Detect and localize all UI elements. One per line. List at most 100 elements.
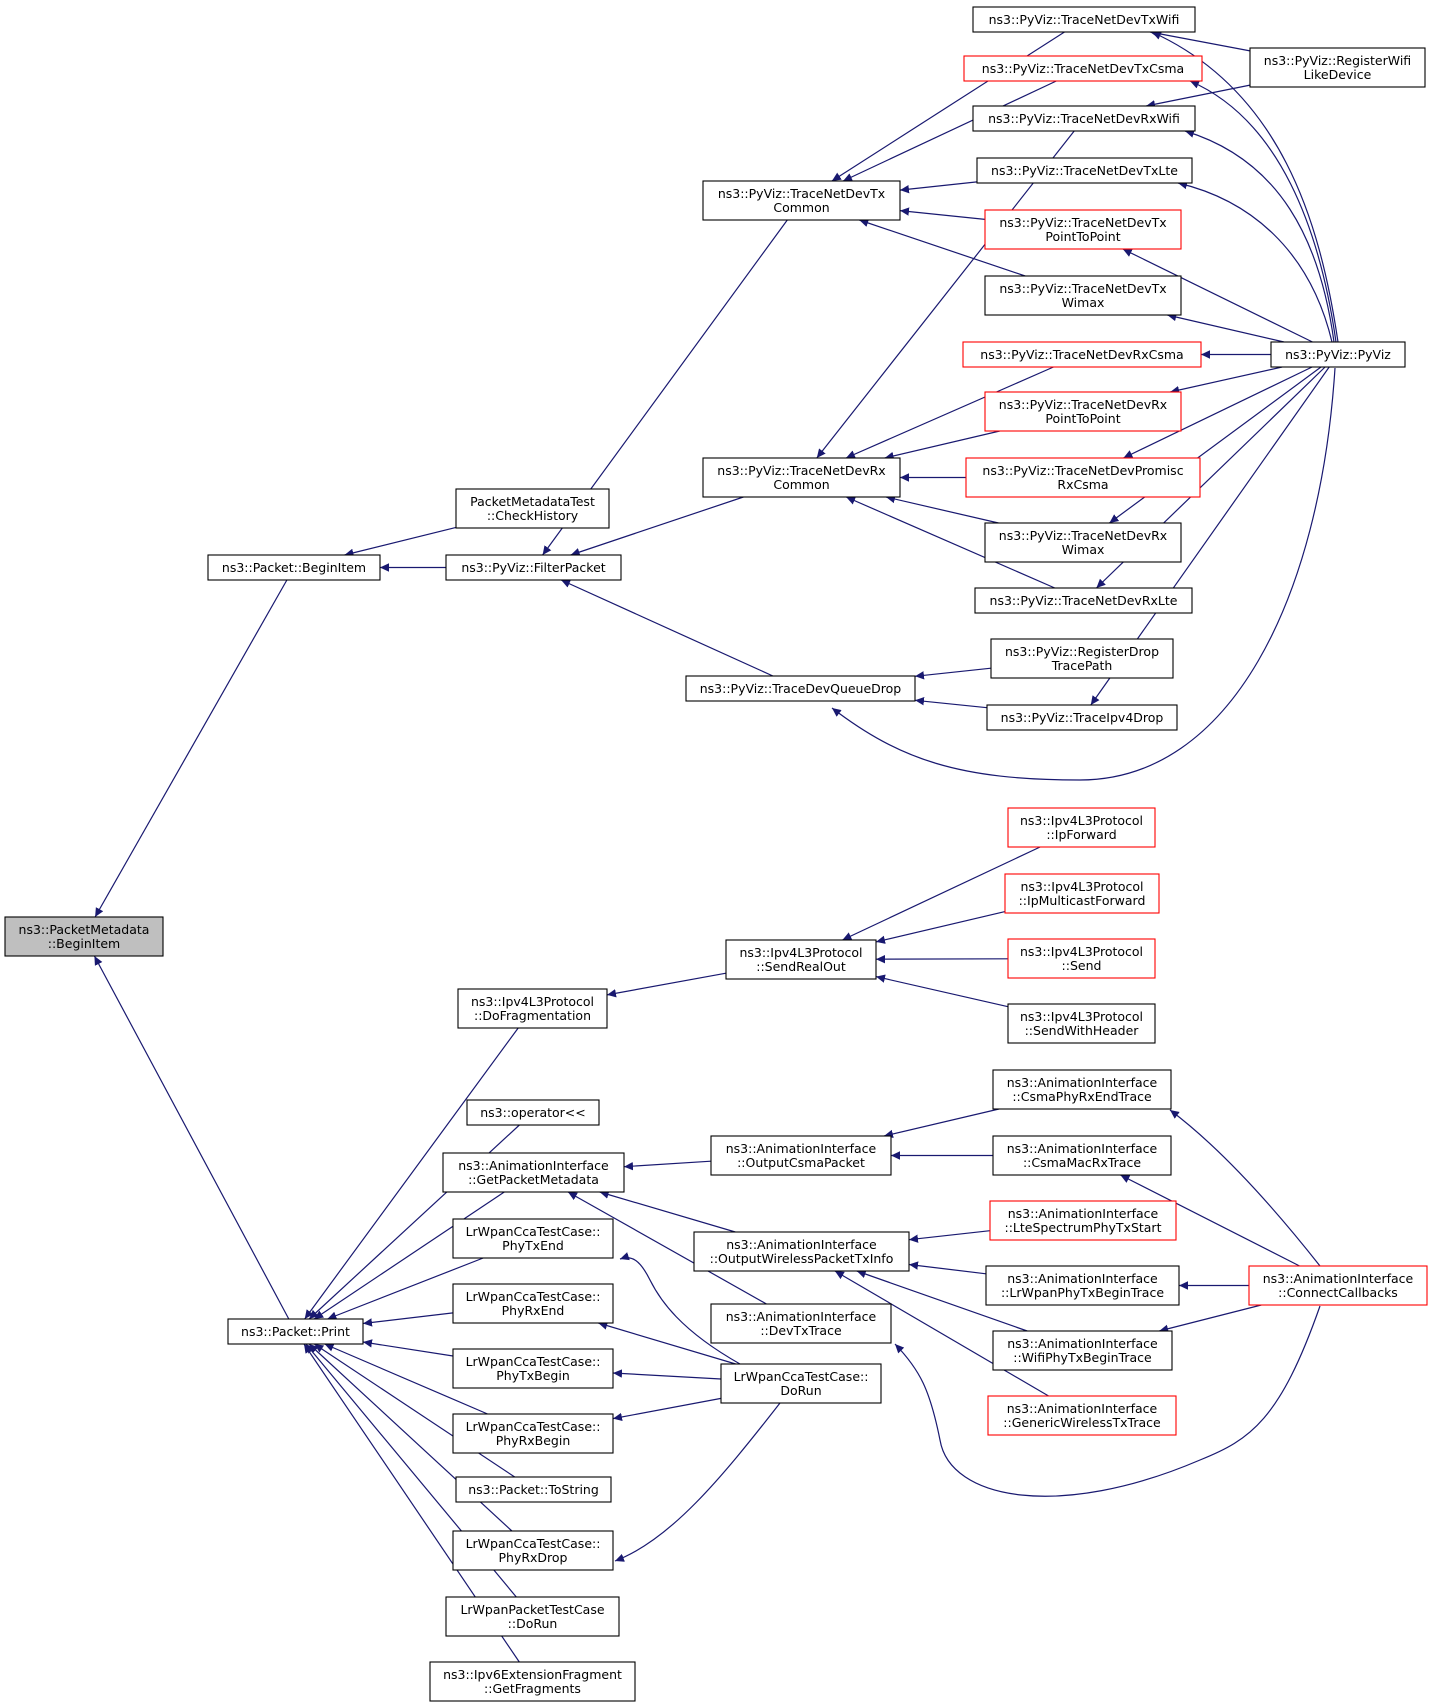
node-phytxend[interactable]: LrWpanCcaTestCase::PhyTxEnd	[452, 1218, 614, 1259]
node-label: Common	[773, 477, 829, 492]
node-box	[972, 6, 1196, 33]
node-ltestart[interactable]: ns3::AnimationInterface::LteSpectrumPhyT…	[989, 1200, 1177, 1241]
node-pyviz[interactable]: ns3::PyViz::PyViz	[1270, 341, 1406, 368]
node-root[interactable]: ns3::PacketMetadata::BeginItem	[4, 916, 164, 957]
edge-getpm-to-print	[313, 1191, 505, 1320]
node-label: ns3::PyViz::TraceNetDevRxLte	[990, 593, 1178, 608]
node-queuedrop[interactable]: ns3::PyViz::TraceDevQueueDrop	[685, 675, 916, 702]
node-label: ns3::AnimationInterface	[726, 1309, 877, 1324]
node-label: ns3::PyViz::TraceNetDevTxLte	[991, 163, 1178, 178]
node-box	[990, 638, 1174, 679]
node-checkhistory[interactable]: PacketMetadataTest::CheckHistory	[455, 488, 610, 529]
node-box	[4, 916, 164, 957]
edge-rxlte-to-rxcommon	[845, 496, 1056, 589]
node-label: PhyRxDrop	[498, 1550, 567, 1565]
node-sendrealout[interactable]: ns3::Ipv4L3Protocol::SendRealOut	[725, 939, 877, 980]
node-filterpacket[interactable]: ns3::PyViz::FilterPacket	[445, 554, 622, 581]
node-getpm[interactable]: ns3::AnimationInterface::GetPacketMetada…	[442, 1152, 625, 1193]
edge-connect-to-csmamac	[1120, 1174, 1300, 1267]
edge-rxwifi-to-rxcommon	[816, 130, 1075, 459]
node-label: LrWpanCcaTestCase::	[466, 1224, 601, 1239]
edges	[93, 29, 1339, 1663]
node-txwifi[interactable]: ns3::PyViz::TraceNetDevTxWifi	[972, 6, 1196, 33]
node-label: ns3::PyViz::FilterPacket	[461, 560, 605, 575]
node-label: ns3::AnimationInterface	[1007, 1271, 1158, 1286]
edge-lrwpanbegin-to-owifi	[908, 1261, 987, 1275]
node-label: RxCsma	[1057, 477, 1108, 492]
node-tostring[interactable]: ns3::Packet::ToString	[455, 1476, 612, 1503]
node-box	[1007, 938, 1156, 979]
node-devtx[interactable]: ns3::AnimationInterface::DevTxTrace	[710, 1303, 892, 1344]
node-lrwpanbegin[interactable]: ns3::AnimationInterface::LrWpanPhyTxBegi…	[985, 1265, 1180, 1306]
edge-pyviz-to-rxp2p	[1170, 366, 1283, 395]
node-txcsma[interactable]: ns3::PyViz::TraceNetDevTxCsma	[963, 55, 1203, 82]
node-box	[452, 1283, 614, 1324]
node-print[interactable]: ns3::Packet::Print	[227, 1318, 364, 1345]
node-ipv4drop[interactable]: ns3::PyViz::TraceIpv4Drop	[986, 704, 1178, 731]
node-send[interactable]: ns3::Ipv4L3Protocol::Send	[1007, 938, 1156, 979]
node-ccadorun[interactable]: LrWpanCcaTestCase::DoRun	[720, 1363, 882, 1404]
node-box	[466, 1099, 600, 1126]
node-label: ns3::AnimationInterface	[1007, 1336, 1158, 1351]
node-wifibegin[interactable]: ns3::AnimationInterface::WifiPhyTxBeginT…	[992, 1330, 1173, 1371]
node-phyrxdrop[interactable]: LrWpanCcaTestCase::PhyRxDrop	[452, 1530, 614, 1571]
node-lrpkt[interactable]: LrWpanPacketTestCase::DoRun	[445, 1596, 620, 1637]
node-ocsma[interactable]: ns3::AnimationInterface::OutputCsmaPacke…	[710, 1135, 892, 1176]
node-ipmcast[interactable]: ns3::Ipv4L3Protocol::IpMulticastForward	[1004, 873, 1160, 914]
node-txlte[interactable]: ns3::PyViz::TraceNetDevTxLte	[976, 157, 1193, 184]
node-generic[interactable]: ns3::AnimationInterface::GenericWireless…	[987, 1395, 1177, 1436]
node-csmamac[interactable]: ns3::AnimationInterface::CsmaMacRxTrace	[992, 1135, 1172, 1176]
edge-phytxbegin-to-print	[362, 1339, 454, 1357]
node-label: ::DevTxTrace	[760, 1323, 842, 1338]
node-phyrxend[interactable]: LrWpanCcaTestCase::PhyRxEnd	[452, 1283, 614, 1324]
node-label: LrWpanCcaTestCase::	[466, 1289, 601, 1304]
node-rxwifi[interactable]: ns3::PyViz::TraceNetDevRxWifi	[972, 105, 1196, 132]
node-beginitem[interactable]: ns3::Packet::BeginItem	[207, 554, 381, 581]
node-label: PointToPoint	[1045, 229, 1120, 244]
node-label: ns3::Packet::ToString	[468, 1482, 599, 1497]
node-phyrxbegin[interactable]: LrWpanCcaTestCase::PhyRxBegin	[452, 1413, 614, 1454]
edge-pyviz-to-txlte	[1177, 180, 1333, 343]
node-box	[984, 209, 1182, 250]
node-box	[429, 1661, 636, 1702]
node-getfrag[interactable]: ns3::Ipv6ExtensionFragment::GetFragments	[429, 1661, 636, 1702]
node-rxlte[interactable]: ns3::PyViz::TraceNetDevRxLte	[974, 587, 1193, 614]
edge-sendwh-to-sendrealout	[875, 974, 1009, 1008]
node-label: Wimax	[1062, 295, 1105, 310]
edge-checkhistory-to-beginitem	[344, 526, 457, 557]
node-box	[974, 587, 1193, 614]
node-dofrag[interactable]: ns3::Ipv4L3Protocol::DoFragmentation	[457, 988, 608, 1029]
edge-rxcommon-to-filterpacket	[570, 496, 744, 557]
edge-queuedrop-to-filterpacket	[560, 579, 774, 677]
node-box	[227, 1318, 364, 1345]
node-label: LrWpanCcaTestCase::	[466, 1419, 601, 1434]
node-box	[445, 1596, 620, 1637]
node-box	[1270, 341, 1406, 368]
node-box	[992, 1135, 1172, 1176]
node-owifi[interactable]: ns3::AnimationInterface::OutputWirelessP…	[693, 1231, 910, 1272]
node-box	[457, 988, 608, 1029]
node-operator[interactable]: ns3::operator<<	[466, 1099, 600, 1126]
node-csmarxend[interactable]: ns3::AnimationInterface::CsmaPhyRxEndTra…	[992, 1069, 1172, 1110]
node-label: ns3::PyViz::TraceNetDevRxCsma	[980, 347, 1183, 362]
edge-pyviz-to-promisc	[1123, 366, 1313, 459]
node-rxcsma[interactable]: ns3::PyViz::TraceNetDevRxCsma	[962, 341, 1202, 368]
node-label: PointToPoint	[1045, 411, 1120, 426]
node-connect[interactable]: ns3::AnimationInterface::ConnectCallback…	[1248, 1265, 1428, 1306]
node-phytxbegin[interactable]: LrWpanCcaTestCase::PhyTxBegin	[452, 1348, 614, 1389]
node-box	[1007, 807, 1156, 848]
node-label: ns3::Ipv4L3Protocol	[739, 945, 862, 960]
node-label: PhyTxBegin	[496, 1368, 570, 1383]
edge-print-to-root	[93, 955, 290, 1320]
node-sendwh[interactable]: ns3::Ipv4L3Protocol::SendWithHeader	[1007, 1003, 1156, 1044]
node-ipforward[interactable]: ns3::Ipv4L3Protocol::IpForward	[1007, 807, 1156, 848]
